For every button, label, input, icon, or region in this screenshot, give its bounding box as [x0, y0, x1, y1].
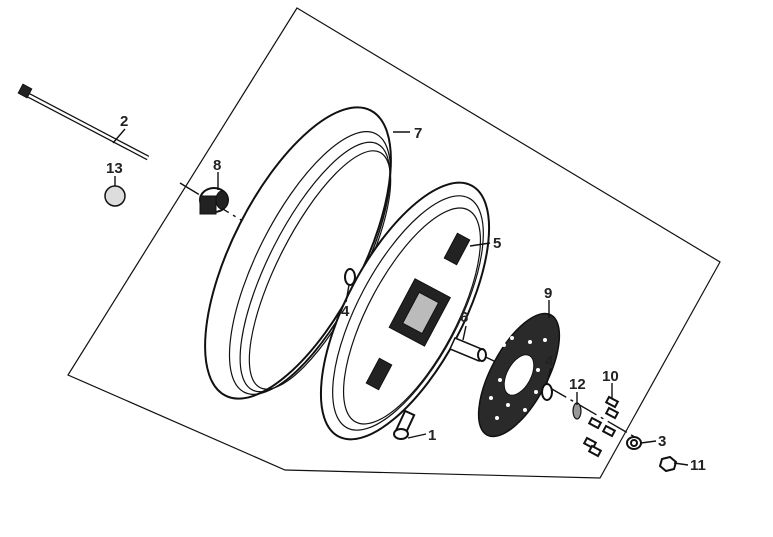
nut-part-11 — [658, 455, 678, 473]
rim-part-5 — [319, 181, 491, 441]
leader-1 — [407, 433, 427, 439]
leader-6 — [462, 325, 467, 341]
label-part-6: 6 — [460, 309, 468, 326]
label-part-11: 11 — [690, 457, 706, 474]
assembly-boundary — [67, 7, 721, 479]
label-part-13: 13 — [106, 160, 123, 177]
label-part-8: 8 — [213, 157, 221, 174]
label-part-1: 1 — [428, 427, 436, 444]
valve-part-1 — [393, 409, 416, 440]
spacer-part-4a — [344, 268, 356, 286]
collar-part-8 — [199, 187, 229, 215]
leader-4b — [546, 367, 552, 384]
leader-5 — [469, 242, 491, 247]
nut-part-13 — [104, 185, 126, 207]
label-part-9: 9 — [544, 285, 552, 302]
sleeve-part-6 — [448, 337, 487, 362]
leader-4a — [345, 284, 350, 303]
label-part-10: 10 — [602, 368, 619, 385]
leader-11 — [673, 462, 689, 466]
leader-2 — [112, 128, 126, 144]
axle-part — [17, 83, 150, 161]
spacer-part-4b — [541, 383, 553, 401]
leader-3 — [640, 440, 657, 444]
tire-part-7 — [204, 106, 392, 400]
label-part-4a: 4 — [341, 303, 350, 320]
label-part-12: 12 — [569, 376, 586, 393]
nut-part-3 — [626, 436, 642, 450]
brake-disc-part-9 — [477, 312, 561, 438]
label-part-7: 7 — [414, 125, 422, 142]
washer-part-12 — [572, 402, 582, 420]
label-part-3: 3 — [658, 433, 666, 450]
label-part-5: 5 — [493, 235, 501, 252]
bolts-part-10 — [582, 395, 620, 458]
label-part-2: 2 — [120, 113, 128, 130]
label-part-4b: 4 — [545, 353, 554, 370]
